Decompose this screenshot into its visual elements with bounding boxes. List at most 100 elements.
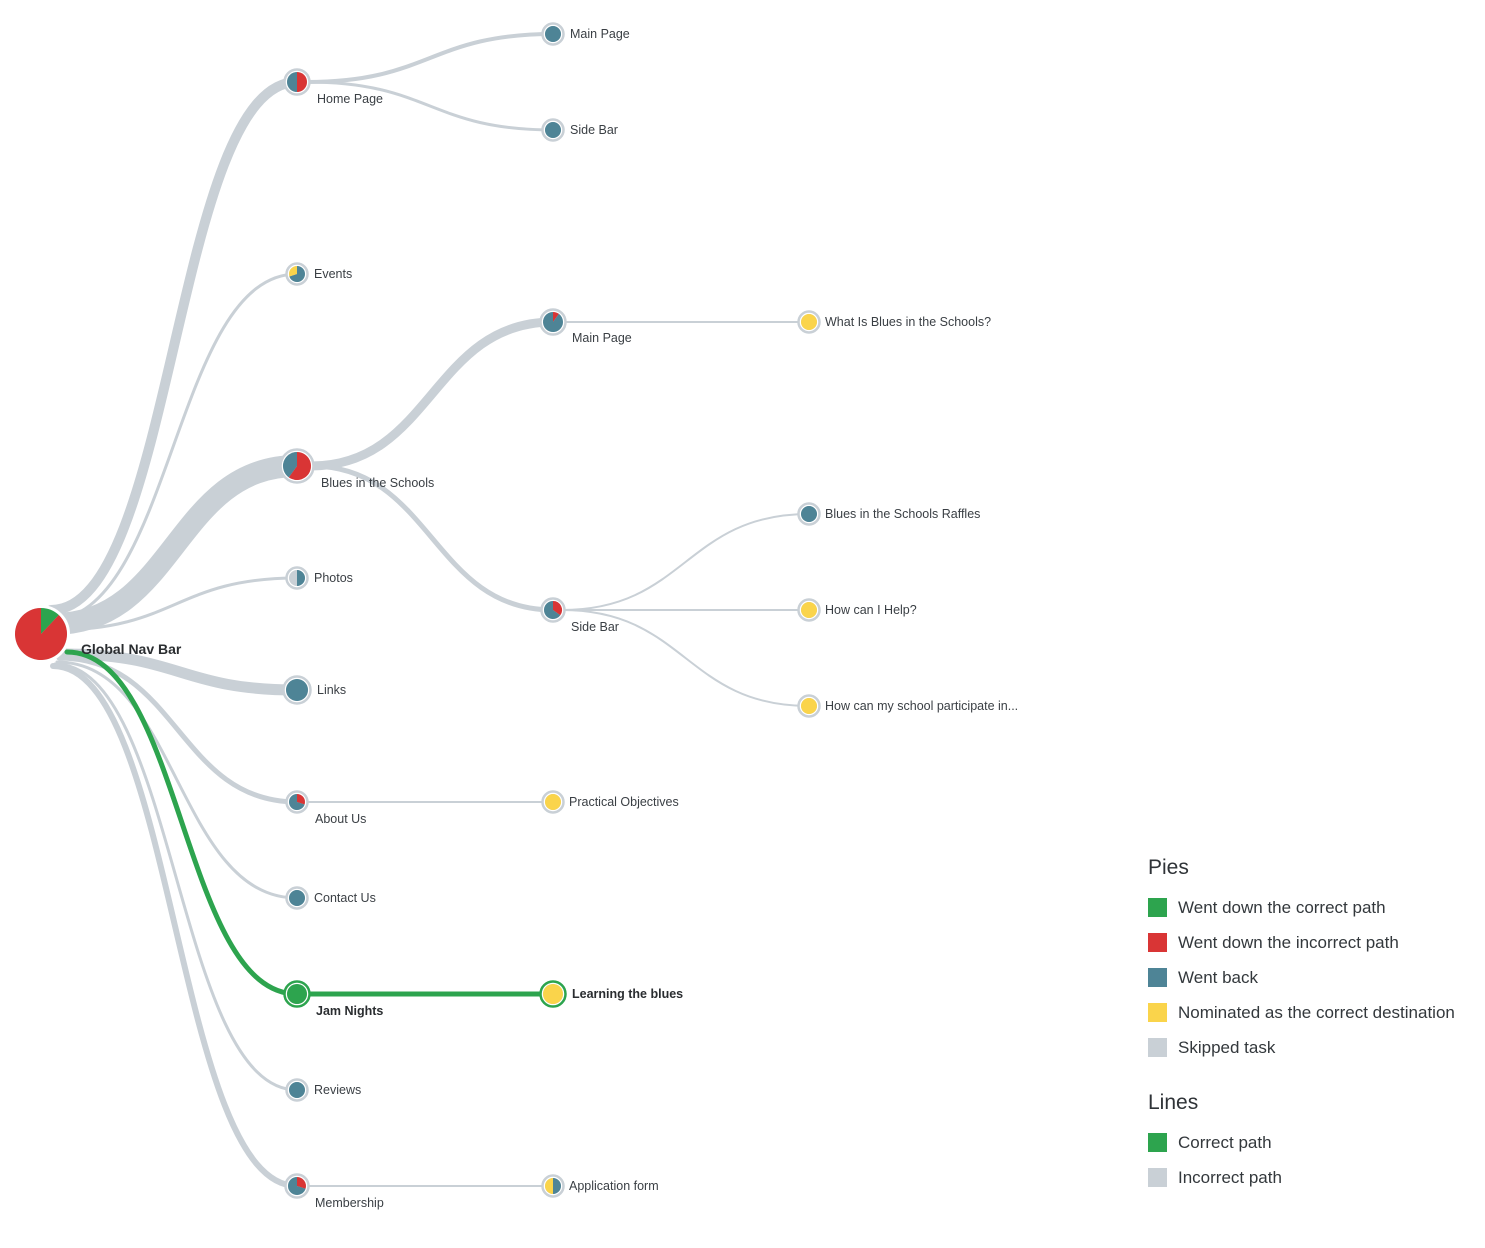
- legend-line-item: Correct path: [1148, 1125, 1483, 1160]
- legend-pie-label: Went down the incorrect path: [1178, 932, 1399, 952]
- node-about[interactable]: About Us: [285, 790, 367, 827]
- link-events: [47, 272, 299, 622]
- pie-slice-nominated: [289, 266, 297, 277]
- node-label-home_side: Side Bar: [570, 123, 618, 137]
- node-home[interactable]: Home Page: [283, 68, 384, 107]
- legend-line-swatch: [1148, 1168, 1167, 1187]
- link-raffles: [561, 513, 810, 611]
- legend-pie-swatch: [1148, 968, 1167, 987]
- legend-pie-swatch: [1148, 933, 1167, 952]
- link-home_side: [305, 80, 555, 132]
- node-label-reviews: Reviews: [314, 1083, 361, 1097]
- link-bits: [42, 455, 308, 635]
- links-layer: [42, 32, 810, 1189]
- legend-pie-label: Nominated as the correct destination: [1178, 1002, 1455, 1022]
- pie-slice-back: [287, 72, 297, 92]
- node-bits_side[interactable]: Side Bar: [540, 597, 619, 635]
- node-reviews[interactable]: Reviews: [285, 1078, 362, 1102]
- node-label-links: Links: [317, 683, 346, 697]
- node-label-what_is: What Is Blues in the Schools?: [825, 315, 991, 329]
- node-label-application: Application form: [569, 1179, 659, 1193]
- node-links[interactable]: Links: [282, 675, 347, 705]
- pie-slice-incorrect: [288, 452, 311, 481]
- pie-slice-incorrect: [297, 794, 305, 805]
- pie-slice-nominated: [801, 698, 817, 714]
- legend-pie-item: Went back: [1148, 960, 1483, 995]
- node-label-photos: Photos: [314, 571, 353, 585]
- link-photos: [53, 576, 299, 632]
- node-bits_main[interactable]: Main Page: [539, 308, 632, 346]
- pie-slice-back: [801, 506, 817, 522]
- node-jam[interactable]: Jam Nights: [283, 980, 384, 1019]
- link-home: [46, 77, 302, 615]
- node-application[interactable]: Application form: [541, 1174, 659, 1198]
- pie-slice-incorrect: [553, 312, 559, 322]
- legend-pie-item: Went down the correct path: [1148, 890, 1483, 925]
- pie-slice-back: [287, 1177, 306, 1195]
- pie-slice-back: [544, 601, 561, 619]
- node-raffles[interactable]: Blues in the Schools Raffles: [797, 502, 981, 526]
- pie-slice-incorrect: [553, 601, 562, 616]
- node-participate[interactable]: How can my school participate in...: [797, 694, 1019, 718]
- legend-pie-swatch: [1148, 898, 1167, 917]
- link-membership: [50, 663, 300, 1189]
- pie-slice-back: [553, 1178, 561, 1194]
- node-what_is[interactable]: What Is Blues in the Schools?: [797, 310, 992, 334]
- legend-pie-item: Went down the incorrect path: [1148, 925, 1483, 960]
- node-label-membership: Membership: [315, 1196, 384, 1210]
- pie-slice-back: [289, 794, 305, 810]
- node-help[interactable]: How can I Help?: [797, 598, 917, 622]
- node-label-home: Home Page: [317, 92, 383, 106]
- node-label-jam: Jam Nights: [316, 1004, 383, 1018]
- link-jam: [64, 649, 300, 997]
- legend-lines-title: Lines: [1148, 1091, 1199, 1114]
- node-label-about: About Us: [315, 812, 366, 826]
- node-bits[interactable]: Blues in the Schools: [279, 448, 435, 491]
- pie-slice-correct: [41, 608, 59, 634]
- node-home_side[interactable]: Side Bar: [541, 118, 618, 142]
- legend-line-item: Incorrect path: [1148, 1160, 1483, 1195]
- node-label-bits_side: Side Bar: [571, 620, 619, 634]
- link-reviews: [53, 662, 299, 1092]
- pie-slice-back: [286, 679, 308, 701]
- legend-pie-swatch: [1148, 1003, 1167, 1022]
- legend-pie-item: Skipped task: [1148, 1030, 1483, 1065]
- pie-slice-nominated: [543, 984, 563, 1004]
- node-events[interactable]: Events: [285, 262, 353, 286]
- pie-slice-incorrect: [15, 608, 68, 660]
- pie-slice-back: [289, 890, 305, 906]
- pie-slice-nominated: [801, 602, 817, 618]
- legend-pie-label: Went back: [1178, 967, 1259, 987]
- link-bits_side: [308, 463, 556, 613]
- legend-pie-label: Skipped task: [1178, 1037, 1276, 1057]
- node-label-home_main: Main Page: [570, 27, 630, 41]
- node-label-bits: Blues in the Schools: [321, 476, 434, 490]
- node-learning[interactable]: Learning the blues: [539, 980, 684, 1008]
- node-label-raffles: Blues in the Schools Raffles: [825, 507, 980, 521]
- link-contact: [55, 660, 299, 900]
- link-home_main: [305, 32, 555, 84]
- link-participate: [561, 609, 810, 707]
- node-label-events: Events: [314, 267, 352, 281]
- link-bits_main: [306, 317, 558, 471]
- node-photos[interactable]: Photos: [285, 566, 353, 590]
- pie-slice-back: [545, 26, 561, 42]
- legend-line-label: Incorrect path: [1178, 1167, 1282, 1187]
- pie-slice-back: [289, 1082, 305, 1098]
- node-label-learning: Learning the blues: [572, 987, 683, 1001]
- node-home_main[interactable]: Main Page: [541, 22, 630, 46]
- pie-slice-incorrect: [297, 1177, 306, 1189]
- legend-pie-swatch: [1148, 1038, 1167, 1057]
- node-objectives[interactable]: Practical Objectives: [541, 790, 679, 814]
- node-root[interactable]: Global Nav Bar: [12, 605, 182, 663]
- node-membership[interactable]: Membership: [284, 1173, 384, 1211]
- pie-slice-back: [545, 122, 561, 138]
- pie-slice-nominated: [545, 1178, 553, 1194]
- pie-slice-back: [543, 312, 564, 333]
- legend-line-swatch: [1148, 1133, 1167, 1152]
- node-contact[interactable]: Contact Us: [285, 886, 376, 910]
